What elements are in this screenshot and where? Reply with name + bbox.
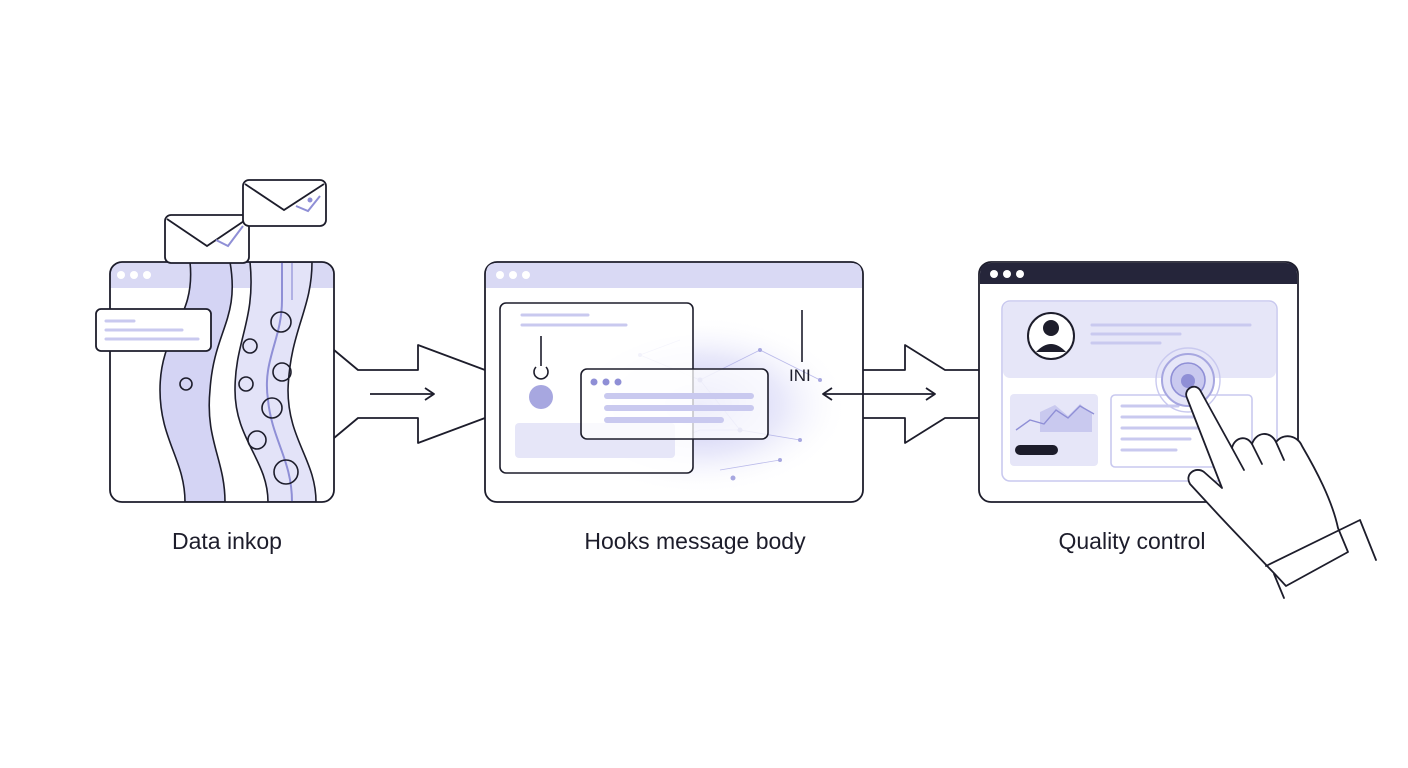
- step-label-qc: Quality control: [1058, 528, 1205, 554]
- hooks-panel: INI: [484, 261, 864, 503]
- envelope-icon: [242, 179, 327, 227]
- intake-window-dots: [117, 271, 151, 279]
- hooks-marker-label: INI: [789, 366, 811, 385]
- connector-arrow-2: [822, 344, 980, 444]
- mini-chart-card: [1010, 394, 1098, 466]
- step-label-hooks: Hooks message body: [584, 528, 806, 554]
- avatar: [529, 385, 553, 409]
- data-stream-right: [234, 262, 317, 502]
- message-body-card: [580, 368, 769, 440]
- user-profile-icon: [1027, 312, 1075, 360]
- hooks-title-bar: [486, 263, 862, 288]
- qc-window-dots: [990, 270, 1024, 278]
- hooks-window-dots: [496, 271, 530, 279]
- step-label-intake: Data inkop: [172, 528, 282, 554]
- envelope-icon: [164, 214, 250, 264]
- connector-arrow-1: [333, 344, 486, 444]
- text-card: [95, 308, 212, 352]
- qc-title-bar: [980, 263, 1297, 284]
- data-bubbles-icon: [179, 311, 299, 485]
- hook-icon: [533, 366, 549, 380]
- intake-panel: [95, 179, 335, 503]
- pointing-hand-icon: [1185, 385, 1377, 599]
